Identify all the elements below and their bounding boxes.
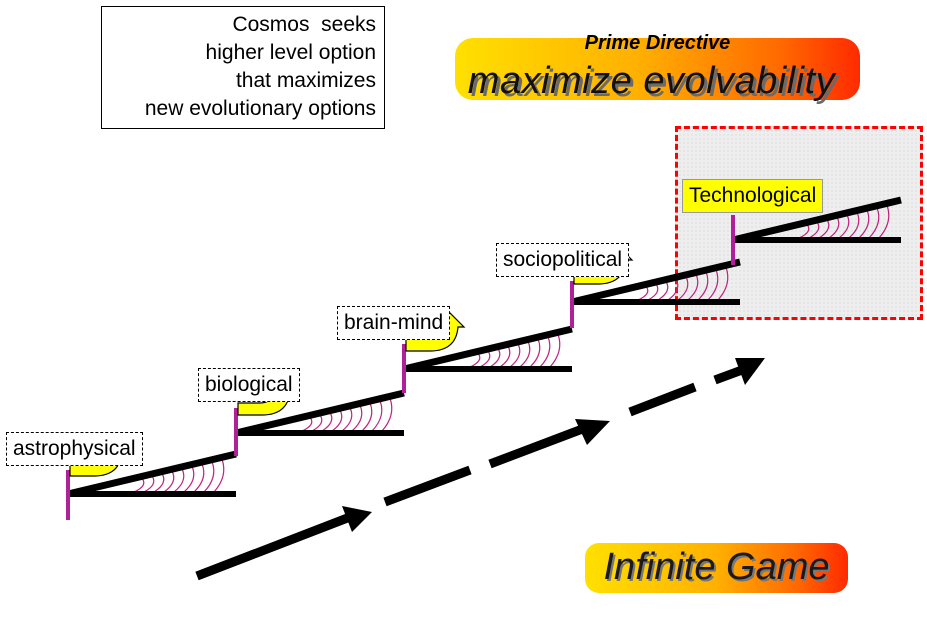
step-3-arc [509,343,521,368]
step-3-arc [499,345,511,368]
step-5-arc [858,209,870,239]
step-5-diagonal-line [732,196,902,244]
step-2-arc [381,398,393,432]
step-3-arc [539,336,551,368]
step-4-arc [667,278,679,301]
infinite-game-text: Infinite Game [603,546,830,588]
step-4-diagonal-line [571,258,741,306]
step-3-diagonal-line [403,325,573,373]
step-1-diagonal-line [67,450,237,498]
label-technological: Technological [682,179,824,213]
cosmos-line-2: higher level option [205,41,376,64]
step-2-arc [321,412,333,432]
cosmos-line-4: new evolutionary options [144,97,376,120]
step-3-arc [549,334,561,368]
step-4-arc [697,271,709,301]
step-1-arc [183,466,195,493]
step-2-arc [371,400,383,432]
prime-directive-banner: Prime Directive maximize evolvability [455,32,860,102]
step-2-arc [351,405,363,432]
cosmos-line-3: that maximizes [235,69,376,92]
step-5-arc [818,219,830,239]
step-3-arc [489,348,501,368]
step-2-arc [341,407,353,432]
step-3-arc [519,341,531,368]
step-4-arc [687,274,699,301]
step-4-arc [677,276,689,301]
step-1-arc [163,470,175,493]
step-2-diagonal-line [235,389,405,437]
step-2-arc [331,409,343,432]
step-2-arc [361,402,373,432]
step-4-arc [717,267,729,301]
step-5-arc [878,205,890,239]
step-3-arc [529,338,541,368]
progress-arrow [195,358,765,581]
step-1-arc [153,473,165,493]
step-1-arc [173,468,185,493]
cosmos-description-box: Cosmos seeks higher level option that ma… [101,6,385,129]
step-1-arc [193,463,205,493]
infinite-game-banner: Infinite Game [585,543,848,593]
step-1-arc [203,461,215,493]
step-4-arc [657,281,669,301]
step-5-arc [828,216,840,239]
cosmos-line-1: Cosmos seeks [232,13,376,36]
step-4-arc [707,269,719,301]
label-astrophysical: astrophysical [6,432,143,466]
prime-directive-subtitle: Prime Directive [584,32,731,54]
label-brain-mind: brain-mind [337,306,451,340]
step-5-arc [838,214,850,239]
label-biological: biological [198,368,300,402]
label-sociopolitical: sociopolitical [496,243,630,277]
step-5-arc [848,212,860,239]
step-1-arc [213,459,225,493]
prime-directive-title: maximize evolvability [467,60,836,102]
step-5-arc [868,207,880,239]
